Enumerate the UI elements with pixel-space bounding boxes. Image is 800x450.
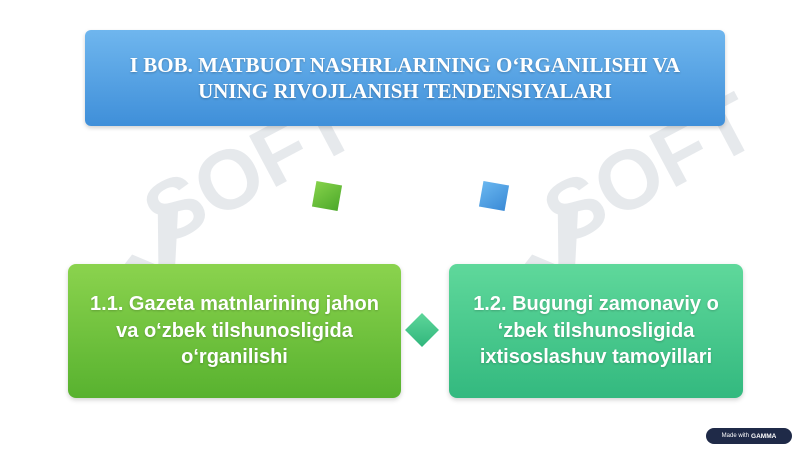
section-card-1-1: 1.1. Gazeta matnlarining jahon va o‘zbek… — [68, 264, 401, 398]
chapter-title-box: I BOB. MATBUOT NASHRLARINING O‘RGANILISH… — [85, 30, 725, 126]
badge-brand: GAMMA — [751, 432, 777, 440]
section-card-1-2: 1.2. Bugungi zamonaviy o ‘zbek tilshunos… — [449, 264, 743, 398]
connector-diamond-icon — [405, 313, 439, 347]
chapter-title: I BOB. MATBUOT NASHRLARINING O‘RGANILISH… — [129, 52, 681, 103]
green-diamond-icon — [311, 180, 343, 212]
blue-diamond-icon — [478, 180, 510, 212]
badge-prefix: Made with — [721, 433, 750, 439]
section-card-1-1-text: 1.1. Gazeta matnlarining jahon va o‘zbek… — [90, 293, 379, 369]
made-with-gamma-badge[interactable]: Made with GAMMA — [706, 428, 792, 444]
section-card-1-2-text: 1.2. Bugungi zamonaviy o ‘zbek tilshunos… — [473, 293, 719, 369]
